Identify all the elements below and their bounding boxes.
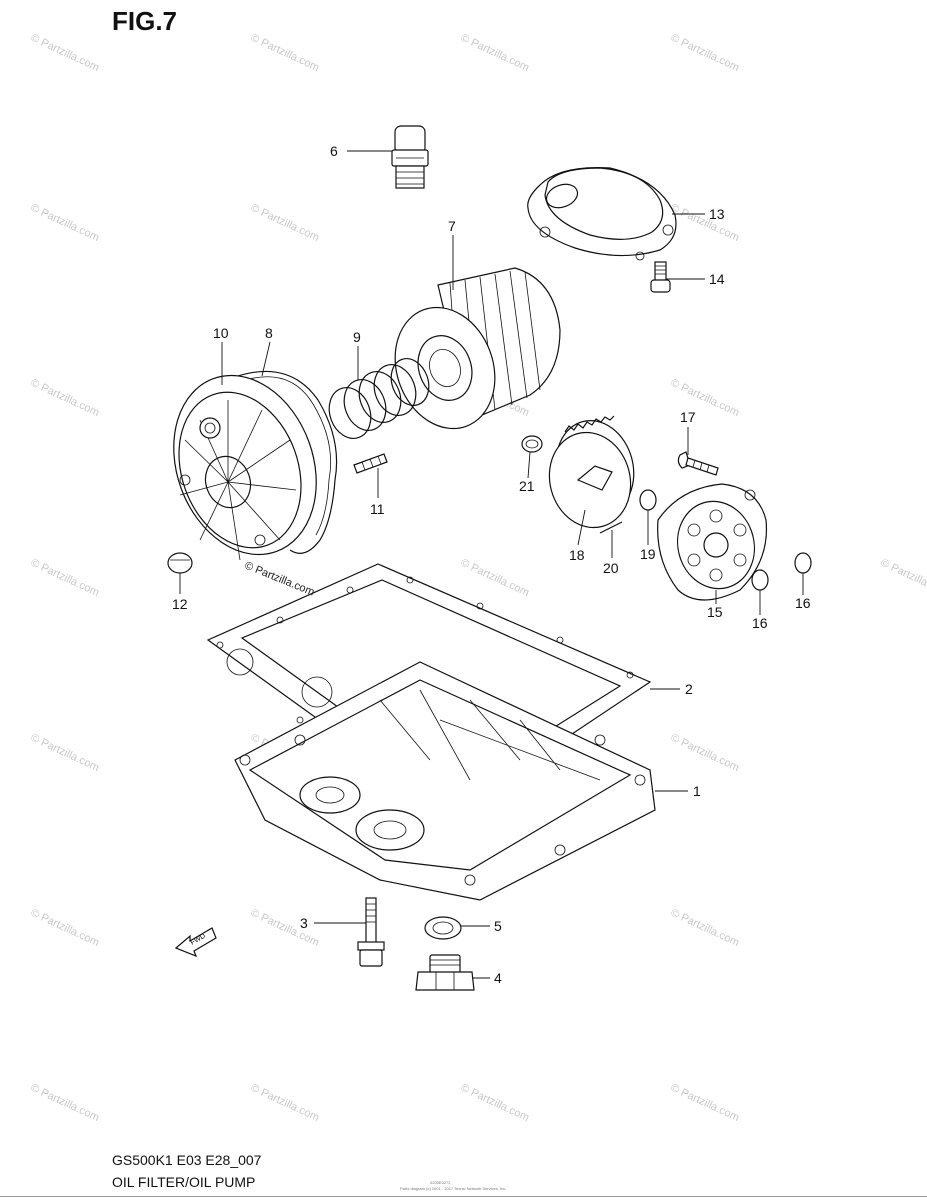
- callout-17: 17: [680, 409, 696, 425]
- bottom-divider: [0, 1196, 927, 1197]
- callout-20: 20: [603, 560, 619, 576]
- fwd-arrow-icon: FWD: [174, 927, 217, 958]
- watermark: © Partzilla.com: [669, 202, 741, 244]
- callout-11: 11: [370, 501, 385, 517]
- callout-labels: 1 2 3 4 5 6 7 8 9 10 11 12 13 14 15 16 1…: [172, 143, 811, 986]
- part-8-gasket: [237, 370, 338, 554]
- watermark: © Partzilla.com: [249, 32, 321, 74]
- watermark: © Partzilla.com: [249, 202, 321, 244]
- callout-15: 15: [707, 604, 723, 620]
- callout-19: 19: [640, 546, 656, 562]
- part-19-washer: [639, 489, 657, 511]
- callout-9: 9: [353, 329, 361, 345]
- callout-12: 12: [172, 596, 188, 612]
- watermark: © Partzilla.com: [29, 907, 101, 949]
- callout-16: 16: [795, 595, 811, 611]
- callout-1: 1: [693, 783, 701, 799]
- part-4-drain-plug: [415, 954, 475, 991]
- watermark: © Partzilla.com: [249, 1082, 321, 1124]
- part-17-screw: [677, 451, 719, 476]
- part-3-bolt: [357, 897, 385, 967]
- part-18-pump-gear: [548, 415, 635, 529]
- part-13-filter-cap: [527, 167, 677, 261]
- watermark: © Partzilla.com: [459, 32, 531, 74]
- fine-print-copyright: Parts diagram (c) 2001 - 2017 Tecnic Net…: [400, 1186, 507, 1191]
- part-14-bolt: [650, 261, 671, 293]
- watermark: © Partzilla.com: [29, 557, 101, 599]
- part-9-spring: [328, 358, 430, 439]
- part-6-switch: [391, 125, 429, 189]
- watermark: © Partzilla.com: [669, 907, 741, 949]
- callout-7: 7: [448, 218, 456, 234]
- watermark: © Partzilla.com: [669, 1082, 741, 1124]
- callout-8: 8: [265, 325, 273, 341]
- copyright-mark: © Partzilla.com: [243, 560, 316, 599]
- callout-5: 5: [494, 918, 502, 934]
- callout-6: 6: [330, 143, 338, 159]
- callout-18: 18: [569, 547, 585, 563]
- watermark: © Partzilla.com: [459, 1082, 531, 1124]
- part-15-oil-pump: [657, 483, 768, 601]
- watermark: © Partzilla.com: [29, 732, 101, 774]
- watermark: © Partzilla.com: [29, 32, 101, 74]
- watermark: © Partzilla.com: [29, 202, 101, 244]
- callout-10: 10: [213, 325, 229, 341]
- watermark-layer: © Partzilla.com © Partzilla.com © Partzi…: [29, 32, 927, 1124]
- fine-print-code: 0205E0272: [430, 1180, 451, 1185]
- part-10-filter-cover: [173, 374, 317, 561]
- part-21-circlip: [521, 435, 543, 453]
- callout-4: 4: [494, 970, 502, 986]
- part-11-stud: [353, 453, 388, 474]
- part-12-plug: [167, 552, 193, 574]
- part-20-pin: [599, 521, 623, 534]
- part-7-oil-filter: [394, 267, 561, 430]
- callout-2: 2: [685, 681, 693, 697]
- watermark: © Partzilla.com: [879, 557, 927, 599]
- watermark: © Partzilla.com: [459, 557, 531, 599]
- callout-3: 3: [300, 915, 308, 931]
- callout-16: 16: [752, 615, 768, 631]
- callout-13: 13: [709, 206, 725, 222]
- leader-lines: [179, 150, 804, 979]
- figure-label: FIG.7: [112, 6, 178, 36]
- callout-14: 14: [709, 271, 725, 287]
- watermark: © Partzilla.com: [29, 1082, 101, 1124]
- watermark: © Partzilla.com: [29, 377, 101, 419]
- watermark: © Partzilla.com: [249, 907, 321, 949]
- part-1-oil-pan: [234, 661, 656, 901]
- callout-21: 21: [519, 478, 535, 494]
- section-name: OIL FILTER/OIL PUMP: [112, 1174, 256, 1190]
- watermark: © Partzilla.com: [669, 32, 741, 74]
- watermark: © Partzilla.com: [669, 732, 741, 774]
- model-code: GS500K1 E03 E28_007: [112, 1152, 262, 1168]
- part-5-washer: [424, 916, 462, 940]
